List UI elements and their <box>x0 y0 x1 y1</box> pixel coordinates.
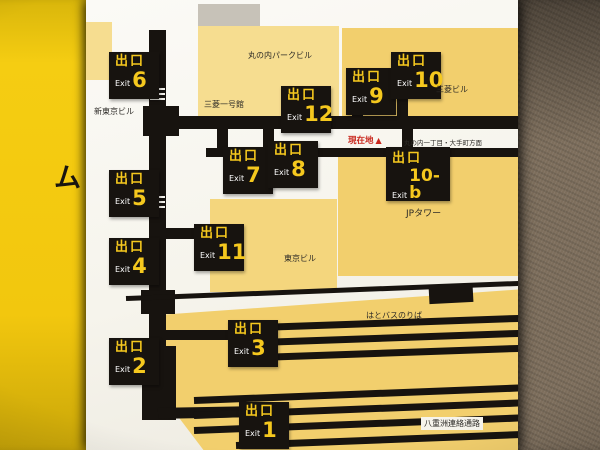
exit-en-label: Exit <box>234 346 250 356</box>
exit-jp-label: 出口 <box>234 322 265 337</box>
exit-en-label: Exit <box>229 173 245 183</box>
exit-en-label: Exit <box>352 94 368 104</box>
exit-badge-3: 出口 Exit 3 <box>228 320 278 367</box>
exit-en-label: Exit <box>115 78 131 88</box>
exit-badge-5: 出口 Exit 5 <box>109 170 159 217</box>
exit-badge-2: 出口 Exit 2 <box>109 338 159 385</box>
exit-row: Exit 3 <box>234 335 274 360</box>
exit-en-label: Exit <box>397 78 413 88</box>
exit-en-label: Exit <box>115 264 131 274</box>
exit-row: Exit 2 <box>115 353 155 378</box>
label-yaesu-passage: 八重洲連絡通路 <box>421 417 483 430</box>
current-location-label: 現在地 <box>348 136 374 146</box>
exit-number: 10 <box>414 67 444 92</box>
label-mitsubishi-ichigokan: 三菱一号館 <box>204 100 244 109</box>
label-jp-tower: JPタワー <box>406 209 442 219</box>
exit-number: 11 <box>217 239 247 264</box>
exit-jp-label: 出口 <box>115 54 146 69</box>
exit-jp-label: 出口 <box>274 143 305 158</box>
street-upper <box>166 116 518 129</box>
exit-jp-label: 出口 <box>392 151 423 166</box>
exit-jp-label: 出口 <box>115 340 146 355</box>
exit-jp-label: 出口 <box>115 240 146 255</box>
exit-number: 6 <box>132 67 147 92</box>
exit-badge-4: 出口 Exit 4 <box>109 238 159 285</box>
connector-exit-10b <box>402 129 413 149</box>
exit-row: Exit 10 <box>397 69 443 90</box>
exit-badge-8: 出口 Exit 8 <box>268 141 318 188</box>
building-left-edge <box>86 22 112 80</box>
exit-en-label: Exit <box>274 167 290 177</box>
connector-exit-11 <box>166 228 198 239</box>
exit-jp-label: 出口 <box>397 54 428 69</box>
exit-en-label: Exit <box>115 364 131 374</box>
structure-right-black <box>428 283 474 305</box>
exit-en-label: Exit <box>287 112 303 122</box>
sign-left-yellow-border: ム <box>0 0 86 450</box>
street-lower <box>206 148 518 157</box>
label-marunouchi-park-bldg: 丸の内パークビル <box>248 51 312 60</box>
exit-number: 7 <box>246 162 261 187</box>
current-location-marker: 現在地▲ <box>348 134 382 146</box>
exit-number: 5 <box>132 185 147 210</box>
exit-number: 3 <box>251 335 266 360</box>
exit-jp-label: 出口 <box>245 404 276 419</box>
exit-jp-label: 出口 <box>229 149 260 164</box>
exit-number: 4 <box>132 253 147 278</box>
exit-badge-11: 出口 Exit 11 <box>194 224 246 271</box>
label-mitsubishi-bldg: 三菱ビル <box>436 85 468 94</box>
exit-en-label: Exit <box>200 250 216 260</box>
exit-badge-7: 出口 Exit 7 <box>223 147 273 194</box>
connector-exit-3 <box>166 330 230 340</box>
exit-badge-9: 出口 Exit 9 <box>346 68 396 115</box>
exit-row: Exit 5 <box>115 185 155 210</box>
connector-exit-7 <box>217 129 228 151</box>
exit-jp-label: 出口 <box>287 88 318 103</box>
exit-badge-1: 出口 Exit 1 <box>239 402 289 449</box>
station-exit-map-panel: 出口 Exit 6 出口 Exit 12 出口 Exit 9 出口 Exit 1… <box>86 0 518 450</box>
exit-jp-label: 出口 <box>115 172 146 187</box>
current-location-triangle-icon: ▲ <box>375 136 382 145</box>
exit-number: 9 <box>369 83 384 108</box>
exit-row: Exit 10-b <box>392 165 446 203</box>
label-shin-tokyo-bldg: 新東京ビル <box>94 107 134 116</box>
exit-en-label: Exit <box>245 428 261 438</box>
exit-badge-6: 出口 Exit 6 <box>109 52 159 99</box>
building-gray-block <box>198 4 260 27</box>
label-hato-bus-stop: はとバスのりば <box>366 311 422 320</box>
exit-en-label: Exit <box>392 190 408 200</box>
exit-row: Exit 8 <box>274 156 314 181</box>
label-tokyo-bldg: 東京ビル <box>284 254 316 263</box>
exit-row: Exit 11 <box>200 241 246 262</box>
exit-row: Exit 4 <box>115 253 155 278</box>
exit-number: 1 <box>262 417 277 442</box>
connector-exit-10 <box>397 88 408 118</box>
exit-row: Exit 7 <box>229 162 269 187</box>
exit-row: Exit 12 <box>287 103 333 124</box>
exit-number: 10-b <box>409 165 440 203</box>
exit-badge-10: 出口 Exit 10 <box>391 52 443 99</box>
exit-en-label: Exit <box>115 196 131 206</box>
exit-jp-label: 出口 <box>352 70 383 85</box>
connector-exit-8 <box>263 129 274 150</box>
side-partial-text: ム <box>54 163 81 194</box>
exit-number: 12 <box>304 101 334 126</box>
exit-number: 8 <box>291 156 306 181</box>
exit-row: Exit 1 <box>245 417 285 442</box>
exit-row: Exit 6 <box>115 67 155 92</box>
exit-row: Exit 9 <box>352 83 392 108</box>
exit-jp-label: 出口 <box>200 226 231 241</box>
label-direction-marunouchi-otemachi: 丸の内一丁目・大手町方面 <box>404 139 482 147</box>
exit-number: 2 <box>132 353 147 378</box>
exit-badge-12: 出口 Exit 12 <box>281 86 333 133</box>
wall-background <box>518 0 600 450</box>
exit-badge-10b: 出口 Exit 10-b <box>386 147 450 201</box>
